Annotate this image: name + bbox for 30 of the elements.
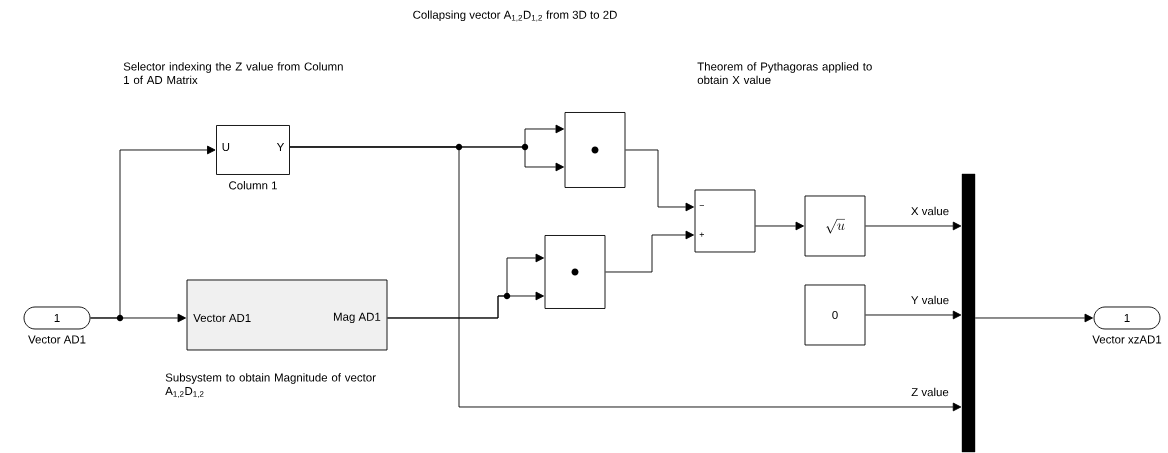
constant-block: 0	[804, 284, 866, 346]
node-label: Y	[276, 143, 285, 151]
arrow	[865, 310, 962, 320]
title: Collapsing vector A$_{1,2}$D$_{1,2}$ from 3D to 2D	[413, 10, 617, 22]
block-label: Column 1	[229, 181, 277, 190]
arrow	[90, 145, 216, 319]
arrow	[605, 230, 694, 273]
edge-label: X value	[909, 205, 951, 217]
edge-label: Z value	[910, 386, 950, 398]
arrow	[289, 146, 962, 412]
product-block	[564, 112, 626, 188]
block-label: Vector xzAD1	[1092, 335, 1162, 344]
annotation: Selector indexing the Z value from Column 1 of AD Matrix	[123, 62, 343, 85]
annotation: Theorem of Pythagoras applied to obtain X value	[697, 62, 872, 85]
product-block	[544, 235, 606, 309]
arrow	[387, 291, 544, 319]
sqrt-block: $\sqrt{u}$	[804, 195, 866, 257]
port-pill: 1	[1093, 306, 1161, 330]
node-label: U	[222, 143, 230, 151]
arrow	[755, 221, 804, 231]
arrow	[865, 221, 962, 231]
port-pill: 1	[23, 306, 91, 330]
arrow	[974, 313, 1093, 323]
subsystem-block: Vector AD1 Mag AD1	[186, 279, 388, 351]
arrow	[625, 149, 694, 212]
block-label: Vector AD1	[28, 335, 86, 344]
annotation: Subsystem to obtain Magnitude of vector A$_{1,2}$D$_{1,2}$	[165, 373, 376, 398]
edge-label: Y value	[909, 294, 951, 306]
selector-block: U Y	[216, 125, 290, 175]
sum-block: − +	[694, 189, 756, 253]
